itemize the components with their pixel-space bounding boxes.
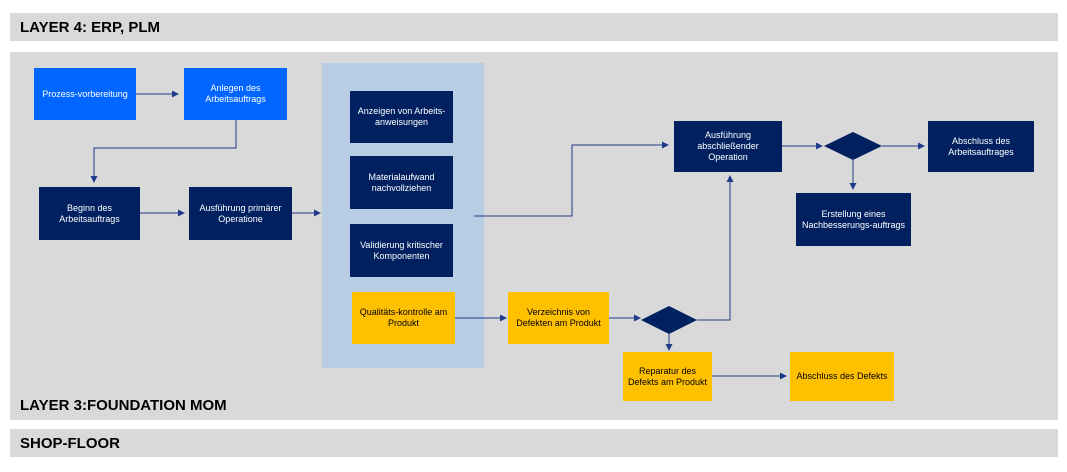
node-verzeichnis-defekte: Verzeichnis von Defekten am Produkt bbox=[508, 292, 609, 344]
shop-floor-band bbox=[10, 429, 1058, 457]
decision-diamond-defect bbox=[641, 306, 697, 334]
layer-4-title: LAYER 4: ERP, PLM bbox=[20, 19, 161, 36]
edge-diamond-abschliessend bbox=[697, 175, 734, 321]
edge-panel-abschliessend bbox=[474, 141, 669, 217]
node-abschluss-arbeitsauftrag: Abschluss des Arbeitsauftrages bbox=[928, 121, 1034, 172]
layer-3-title: LAYER 3:FOUNDATION MOM bbox=[20, 397, 227, 414]
edge-anlegen-beginn bbox=[90, 120, 237, 183]
node-anzeigen-arbeitsanweisungen: Anzeigen von Arbeits-anweisungen bbox=[350, 91, 453, 143]
node-reparatur-defekt: Reparatur des Defekts am Produkt bbox=[623, 352, 712, 401]
node-beginn-arbeitsauftrag: Beginn des Arbeitsauftrags bbox=[39, 187, 140, 240]
shop-floor-title: SHOP-FLOOR bbox=[20, 435, 120, 452]
node-validierung: Validierung kritischer Komponenten bbox=[350, 224, 453, 277]
node-qualitaetskontrolle: Qualitäts-kontrolle am Produkt bbox=[352, 292, 455, 344]
node-ausfuehrung-abschliessend: Ausführung abschließender Operation bbox=[674, 121, 782, 172]
node-abschluss-defekt: Abschluss des Defekts bbox=[790, 352, 894, 401]
node-anlegen-arbeitsauftrag: Anlegen des Arbeitsauftrags bbox=[184, 68, 287, 120]
decision-diamond-final bbox=[824, 132, 882, 160]
node-materialaufwand: Materialaufwand nachvollziehen bbox=[350, 156, 453, 209]
node-ausfuehrung-primaer: Ausführung primärer Operatione bbox=[189, 187, 292, 240]
node-nachbesserungsauftrag: Erstellung eines Nachbesserungs-auftrags bbox=[796, 193, 911, 246]
node-prozessvorbereitung: Prozess-vorbereitung bbox=[34, 68, 136, 120]
layer-4-band bbox=[10, 13, 1058, 41]
